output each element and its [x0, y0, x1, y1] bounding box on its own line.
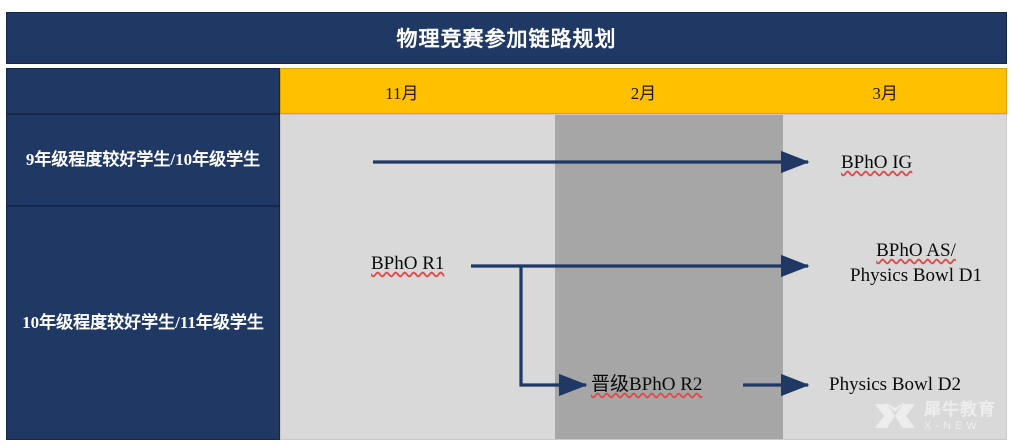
- table-body: 9年级程度较好学生/10年级学生 10年级程度较好学生/11年级学生: [6, 114, 1007, 440]
- month-header-feb: 2月: [523, 69, 765, 113]
- row-label-grade9: 9年级程度较好学生/10年级学生: [6, 114, 280, 206]
- node-physics-bowl-d2-text: Physics Bowl D2: [829, 374, 961, 395]
- node-bpho-r2-text: 晋级BPhO R2: [591, 374, 703, 395]
- node-bpho-as-text: BPhO AS/: [876, 240, 956, 261]
- row-label-column: 9年级程度较好学生/10年级学生 10年级程度较好学生/11年级学生: [6, 114, 280, 440]
- row-label-text: 10年级程度较好学生/11年级学生: [22, 312, 264, 332]
- month-header-mar: 3月: [764, 69, 1006, 113]
- row-label-text: 9年级程度较好学生/10年级学生: [25, 149, 261, 169]
- node-physics-bowl-d1-text: Physics Bowl D1: [850, 264, 982, 286]
- timeline-area: BPhO IG BPhO R1 BPhO AS/ Physics Bowl D1…: [280, 114, 1007, 440]
- month-header-nov: 11月: [281, 69, 523, 113]
- node-bpho-ig-text: BPhO IG: [841, 152, 913, 173]
- slide-title-bar: 物理竞赛参加链路规划: [6, 12, 1007, 64]
- node-physics-bowl-d2: Physics Bowl D2: [829, 373, 961, 398]
- month-label: 3月: [872, 83, 898, 103]
- header-corner-cell: [6, 68, 280, 114]
- node-bpho-r2: 晋级BPhO R2: [591, 373, 702, 398]
- month-header-group: 11月 2月 3月: [280, 68, 1007, 114]
- node-bpho-as-d1: BPhO AS/ Physics Bowl D1: [821, 239, 1006, 288]
- month-label: 2月: [630, 83, 657, 103]
- branch-r1-to-r2: [519, 266, 588, 397]
- page-title: 物理竞赛参加链路规划: [396, 27, 617, 51]
- month-label: 11月: [385, 83, 419, 103]
- node-bpho-r1: BPhO R1: [371, 252, 444, 277]
- node-bpho-ig: BPhO IG: [841, 151, 912, 176]
- row-label-grade10: 10年级程度较好学生/11年级学生: [6, 206, 280, 440]
- node-bpho-r1-text: BPhO R1: [371, 253, 445, 274]
- flow-connectors: [373, 150, 810, 397]
- table-header-row: 11月 2月 3月: [6, 68, 1007, 114]
